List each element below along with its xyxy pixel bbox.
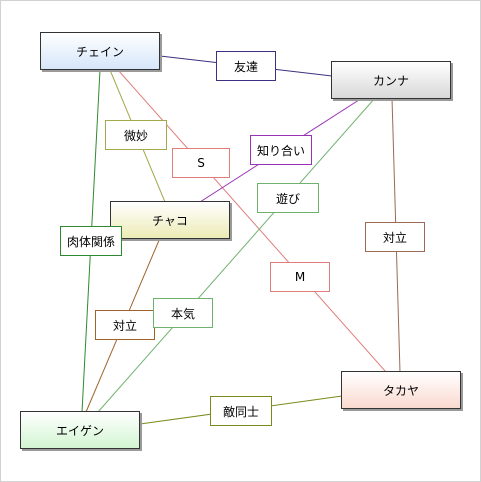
node-takaya-label: タカヤ — [382, 383, 419, 398]
edge-label-eigen-takaya: 敵同士 — [210, 396, 272, 426]
edge-label-chain-kanna: 友達 — [216, 51, 276, 81]
edge-label-kanna-takaya: 対立 — [365, 222, 425, 252]
node-kanna-label: カンナ — [372, 73, 409, 88]
node-takaya[interactable]: タカヤ — [341, 371, 461, 409]
edge-label-eigen-chako: 本気 — [153, 298, 213, 328]
edge-label-kanna-eigen: 遊び — [257, 183, 319, 213]
edge-label-chain-chako: 微妙 — [105, 120, 167, 150]
node-kanna[interactable]: カンナ — [331, 61, 451, 99]
edge-label-chain-takaya: S — [172, 148, 230, 178]
edge-label-chako-eigen: 対立 — [95, 310, 155, 340]
node-chako-label: チャコ — [152, 213, 188, 228]
edge-label-kanna-chako: 知り合い — [250, 135, 312, 165]
edge-label-chain-eigen: 肉体関係 — [60, 226, 122, 256]
edge-kanna-eigen — [97, 97, 376, 413]
node-chain[interactable]: チェイン — [40, 32, 160, 70]
edge-label-chako-takaya: M — [270, 262, 330, 292]
node-chain-label: チェイン — [75, 44, 124, 59]
node-chako[interactable]: チャコ — [110, 201, 230, 239]
node-eigen-label: エイゲン — [55, 423, 104, 438]
node-eigen[interactable]: エイゲン — [20, 411, 140, 449]
